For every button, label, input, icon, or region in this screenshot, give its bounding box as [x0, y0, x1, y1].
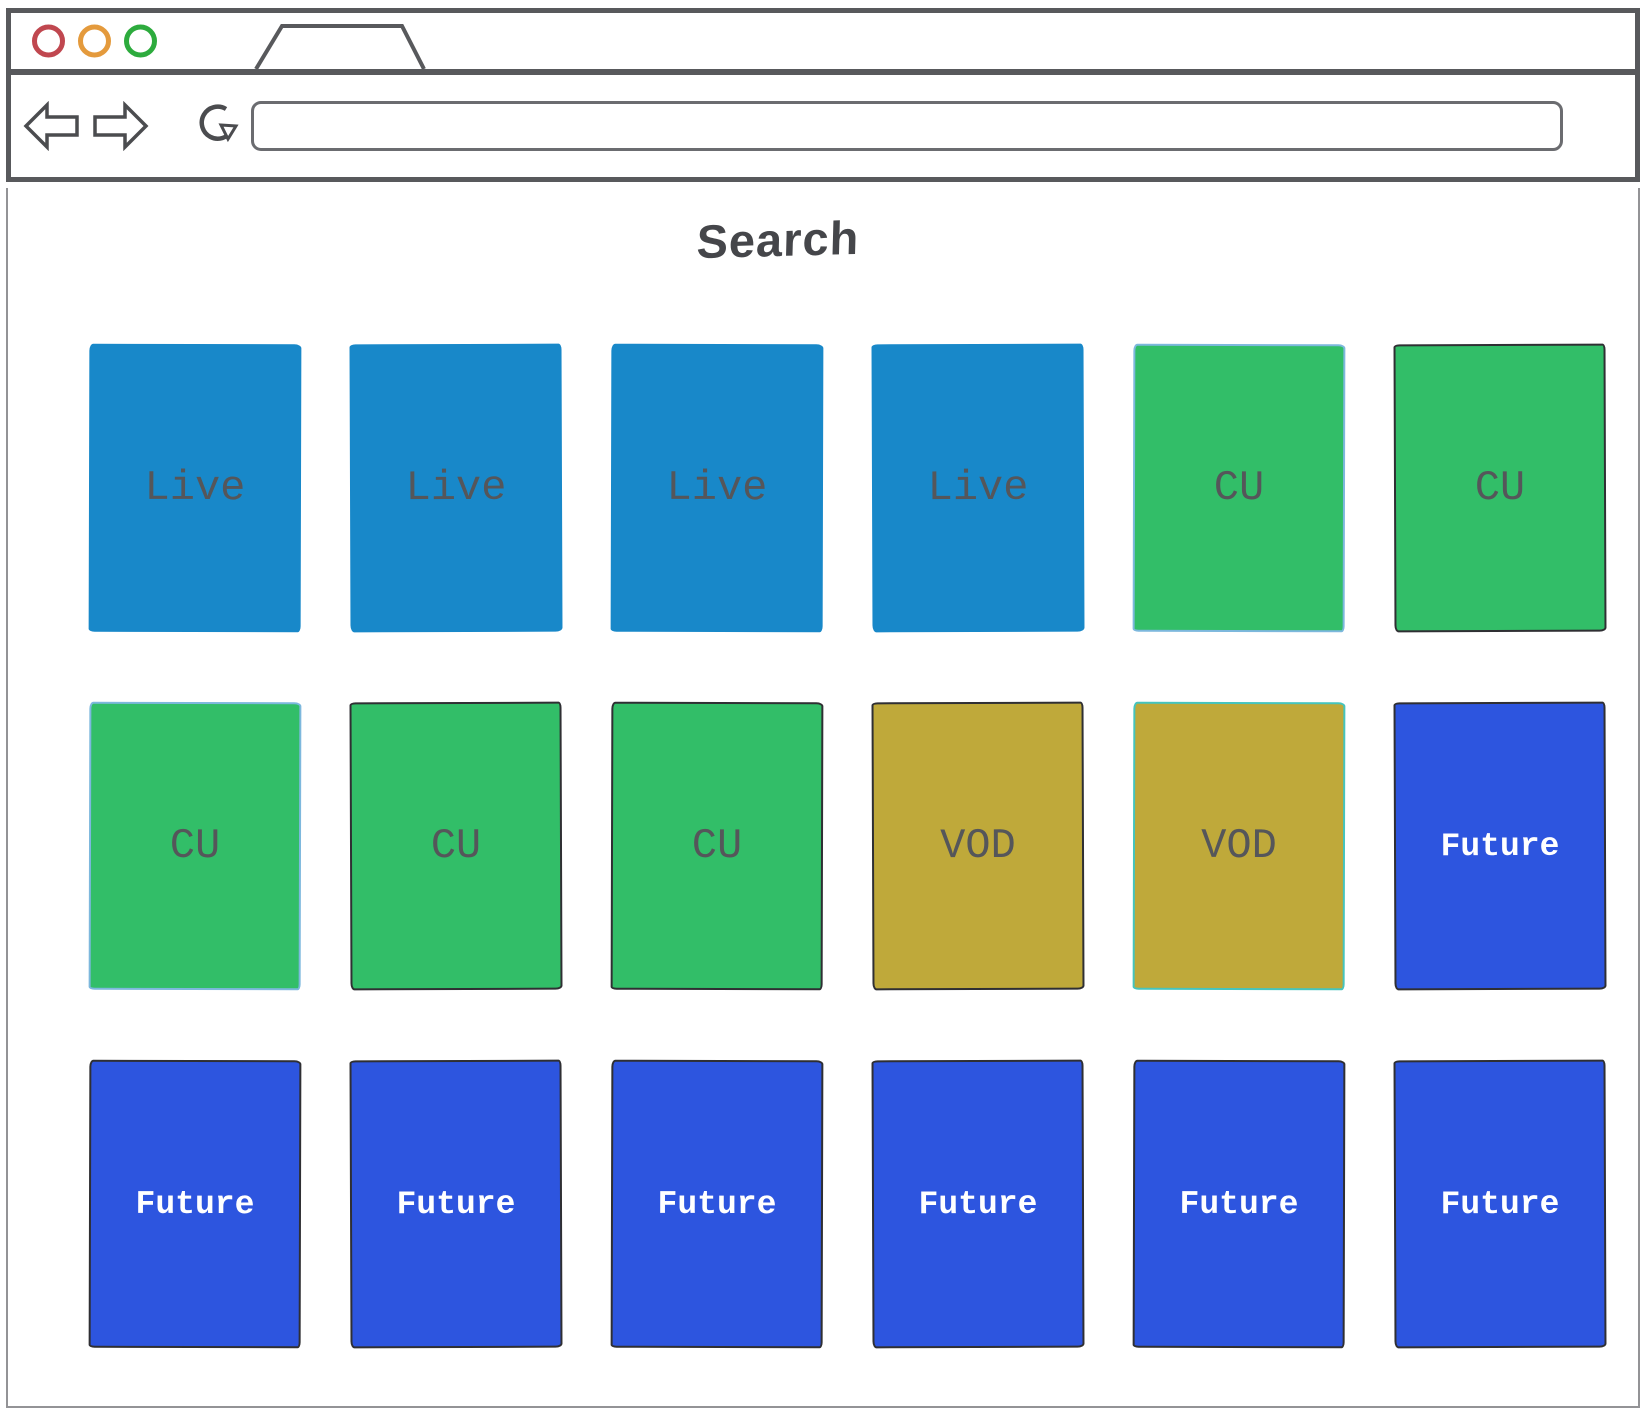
- vod-card[interactable]: VOD: [871, 701, 1085, 991]
- live-card[interactable]: Live: [88, 343, 302, 633]
- maximize-window-button[interactable]: [124, 24, 157, 58]
- card-label: CU: [1474, 463, 1526, 513]
- live-card[interactable]: Live: [349, 343, 563, 633]
- cu-card[interactable]: CU: [1393, 343, 1607, 633]
- future-card[interactable]: Future: [1393, 1059, 1607, 1349]
- back-button[interactable]: [23, 101, 81, 151]
- card-label: Future: [918, 1185, 1038, 1223]
- card-label: Future: [1179, 1185, 1299, 1223]
- cu-card[interactable]: CU: [88, 701, 302, 991]
- future-card[interactable]: Future: [1132, 1059, 1346, 1349]
- card-label: CU: [430, 821, 482, 871]
- browser-window: [6, 8, 1640, 182]
- card-label: CU: [1213, 463, 1265, 513]
- browser-titlebar: [11, 13, 1635, 75]
- card-label: CU: [691, 821, 743, 871]
- traffic-lights: [32, 24, 157, 58]
- card-label: VOD: [1201, 821, 1277, 871]
- card-label: Live: [666, 463, 768, 513]
- cu-card[interactable]: CU: [1132, 343, 1346, 633]
- card-label: Live: [144, 463, 246, 513]
- live-card[interactable]: Live: [610, 343, 824, 633]
- card-label: Future: [135, 1185, 255, 1223]
- card-label: Future: [396, 1185, 516, 1223]
- card-label: CU: [169, 821, 221, 871]
- reload-button[interactable]: [191, 99, 239, 153]
- cu-card[interactable]: CU: [610, 701, 824, 991]
- cu-card[interactable]: CU: [349, 701, 563, 991]
- close-window-button[interactable]: [32, 24, 65, 58]
- future-card[interactable]: Future: [610, 1059, 824, 1349]
- card-label: Live: [405, 463, 507, 513]
- forward-button[interactable]: [91, 101, 149, 151]
- browser-navbar: [11, 75, 1635, 177]
- future-card[interactable]: Future: [871, 1059, 1085, 1349]
- card-label: Future: [1440, 1185, 1560, 1223]
- future-card[interactable]: Future: [88, 1059, 302, 1349]
- minimize-window-button[interactable]: [78, 24, 111, 58]
- browser-tab[interactable]: [254, 23, 426, 69]
- url-bar[interactable]: [251, 101, 1563, 151]
- card-label: VOD: [940, 821, 1016, 871]
- future-card[interactable]: Future: [349, 1059, 563, 1349]
- vod-card[interactable]: VOD: [1132, 701, 1346, 991]
- future-card[interactable]: Future: [1393, 701, 1607, 991]
- page-title: Search: [695, 210, 861, 269]
- card-label: Live: [927, 463, 1029, 513]
- card-label: Future: [657, 1185, 777, 1223]
- live-card[interactable]: Live: [871, 343, 1085, 633]
- card-label: Future: [1440, 827, 1560, 865]
